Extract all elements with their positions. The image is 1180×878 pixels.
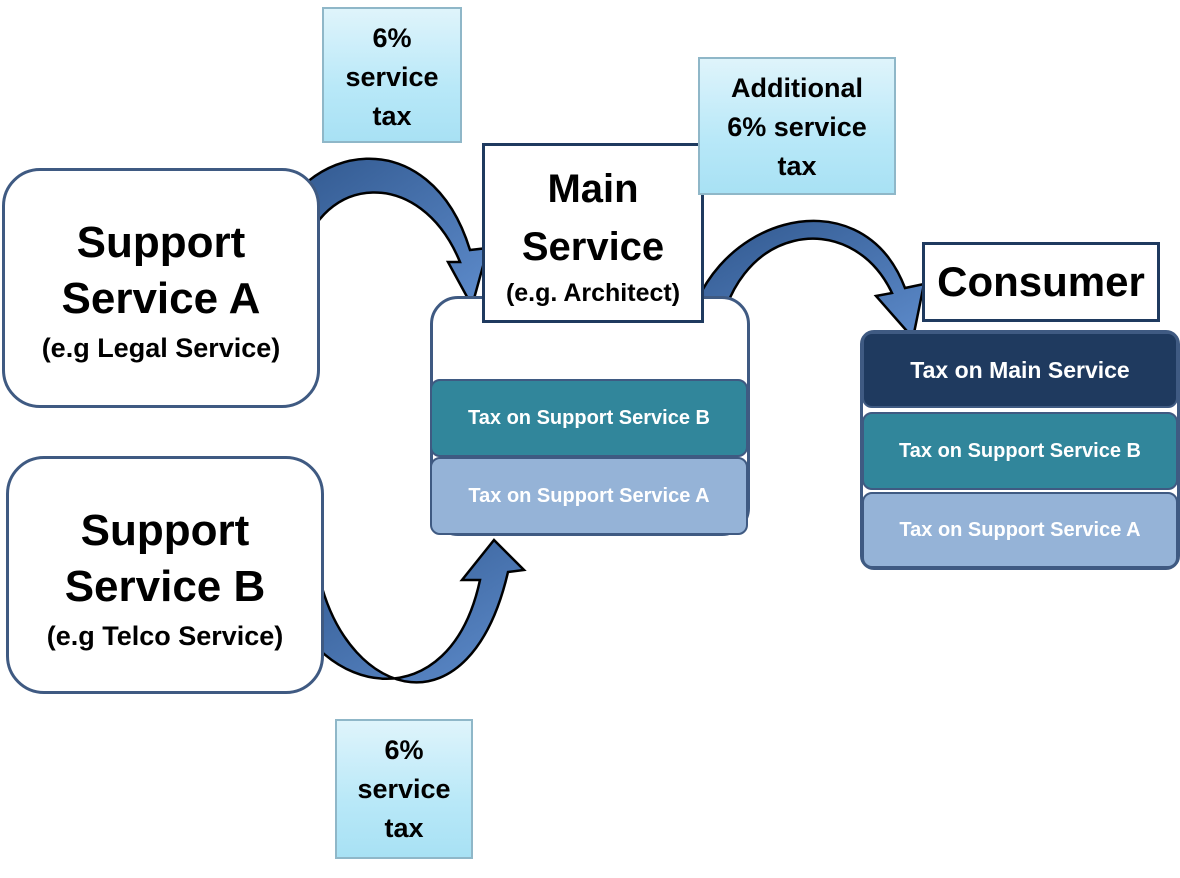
main-service-label: Main Service (e.g. Architect) — [482, 143, 704, 323]
arrow-main-to-consumer — [684, 219, 926, 347]
support-b-title-line1: Support — [80, 506, 250, 555]
tax-note-main-line1: Additional — [731, 73, 863, 103]
arrow-support-a-to-main — [268, 157, 490, 310]
support-a-subtitle: (e.g Legal Service) — [41, 333, 281, 363]
main-service-subtitle: (e.g. Architect) — [505, 279, 681, 307]
tax-note-support-a: 6% service tax — [322, 7, 462, 143]
support-a-title-line2: Service A — [61, 274, 261, 323]
support-service-a-box: Support Service A (e.g Legal Service) — [2, 168, 320, 408]
main-layer-tax-support-b: Tax on Support Service B — [430, 379, 748, 457]
tax-note-support-b: 6% service tax — [335, 719, 473, 859]
consumer-label: Consumer — [922, 242, 1160, 322]
consumer-layer-tax-support-b: Tax on Support Service B — [862, 412, 1178, 490]
consumer-title: Consumer — [937, 258, 1145, 305]
tax-note-a-line3: tax — [372, 101, 412, 131]
support-a-title-line1: Support — [76, 218, 246, 267]
main-layer-tax-support-a: Tax on Support Service A — [430, 457, 748, 535]
tax-note-a-line1: 6% — [372, 23, 412, 53]
consumer-layer-tax-main: Tax on Main Service — [862, 332, 1178, 408]
tax-note-b-line1: 6% — [384, 735, 424, 765]
tax-note-main-line3: tax — [777, 151, 817, 181]
main-service-title-line2: Service — [521, 225, 665, 269]
tax-note-main-service: Additional 6% service tax — [698, 57, 896, 195]
consumer-layer-tax-support-a: Tax on Support Service A — [862, 492, 1178, 568]
main-service-title-line1: Main — [547, 167, 639, 211]
tax-note-b-line2: service — [357, 774, 451, 804]
tax-note-a-line2: service — [345, 62, 439, 92]
tax-note-b-line3: tax — [384, 813, 424, 843]
tax-note-main-line2: 6% service — [727, 112, 867, 142]
arrow-support-b-to-main — [280, 538, 527, 684]
support-service-b-box: Support Service B (e.g Telco Service) — [6, 456, 324, 694]
support-b-subtitle: (e.g Telco Service) — [46, 621, 284, 651]
support-b-title-line2: Service B — [64, 562, 266, 611]
